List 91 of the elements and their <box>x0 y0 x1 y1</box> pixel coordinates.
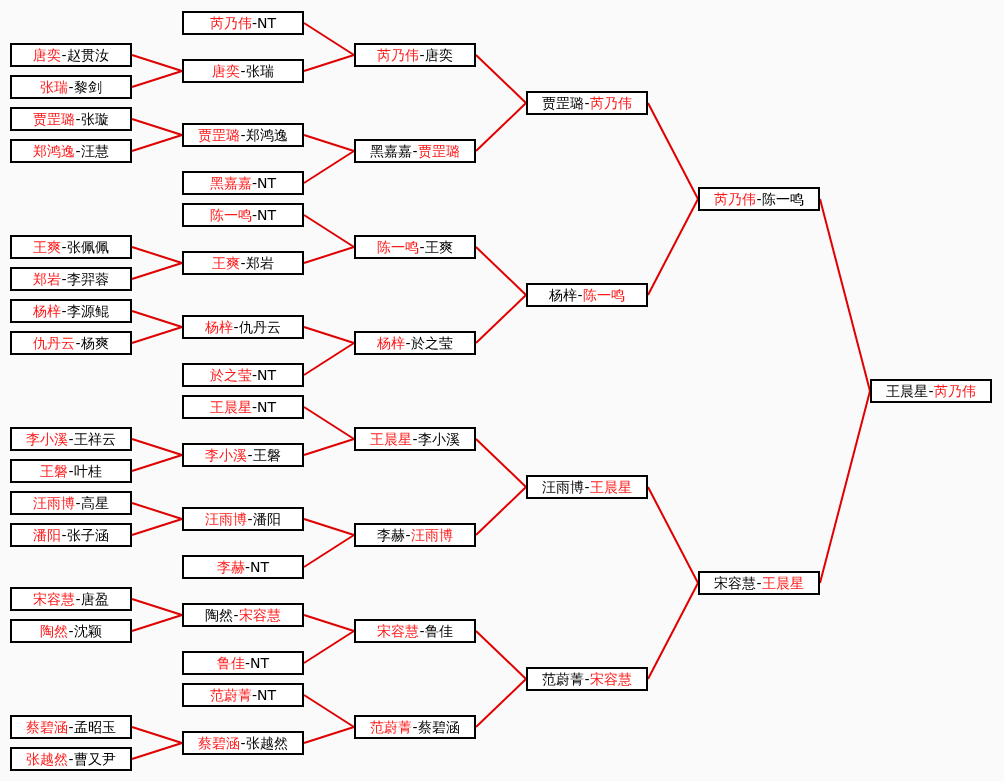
match-box: 芮乃伟-陈一鸣 <box>698 187 820 211</box>
match-box: 范蔚菁-NT <box>182 683 304 707</box>
match-box: 陶然-沈颖 <box>10 619 132 643</box>
bracket-line <box>475 54 527 104</box>
bracket-line <box>647 198 699 296</box>
bracket-line <box>647 486 699 584</box>
bracket-line <box>131 54 183 72</box>
match-box: 蔡碧涵-张越然 <box>182 731 304 755</box>
match-box: 杨梓-李源鲲 <box>10 299 132 323</box>
match-box: 王晨星-李小溪 <box>354 427 476 451</box>
match-box: 杨梓-仇丹云 <box>182 315 304 339</box>
match-box: 范蔚菁-宋容慧 <box>526 667 648 691</box>
bracket-line <box>475 678 527 728</box>
match-box: 王磐-叶桂 <box>10 459 132 483</box>
match-box: 鲁佳-NT <box>182 651 304 675</box>
match-box: 杨梓-於之莹 <box>354 331 476 355</box>
match-box: 汪雨博-王晨星 <box>526 475 648 499</box>
bracket-line <box>303 326 355 344</box>
match-box: 范蔚菁-蔡碧涵 <box>354 715 476 739</box>
match-box: 郑岩-李羿蓉 <box>10 267 132 291</box>
bracket-line <box>131 518 183 536</box>
match-box: 杨梓-陈一鸣 <box>526 283 648 307</box>
bracket-line <box>303 22 355 56</box>
bracket-line <box>303 134 355 152</box>
match-box: 唐奕-赵贯汝 <box>10 43 132 67</box>
match-box: 贾罡璐-郑鸿逸 <box>182 123 304 147</box>
bracket-line <box>303 342 355 376</box>
bracket-line <box>303 518 355 536</box>
match-box: 王晨星-NT <box>182 395 304 419</box>
match-box: 张瑞-黎剑 <box>10 75 132 99</box>
match-box: 仇丹云-杨爽 <box>10 331 132 355</box>
bracket-line <box>303 54 355 72</box>
match-box: 王爽-郑岩 <box>182 251 304 275</box>
bracket-line <box>303 246 355 264</box>
bracket-line <box>303 726 355 744</box>
bracket-line <box>131 70 183 88</box>
bracket-line <box>303 534 355 568</box>
bracket-line <box>303 614 355 632</box>
bracket-line <box>131 246 183 264</box>
match-box: 王晨星-芮乃伟 <box>870 379 992 403</box>
match-box: 陈一鸣-NT <box>182 203 304 227</box>
match-box: 郑鸿逸-汪慧 <box>10 139 132 163</box>
bracket-line <box>131 310 183 328</box>
bracket-line <box>303 630 355 664</box>
match-box: 陈一鸣-王爽 <box>354 235 476 259</box>
bracket-line <box>131 742 183 760</box>
bracket-line <box>475 246 527 296</box>
bracket-line <box>131 438 183 456</box>
bracket-line <box>131 726 183 744</box>
bracket-line <box>131 262 183 280</box>
bracket-line <box>647 582 699 680</box>
match-box: 张越然-曹又尹 <box>10 747 132 771</box>
bracket-line <box>131 614 183 632</box>
bracket-line <box>131 134 183 152</box>
match-box: 汪雨博-潘阳 <box>182 507 304 531</box>
match-box: 黑嘉嘉-NT <box>182 171 304 195</box>
match-box: 黑嘉嘉-贾罡璐 <box>354 139 476 163</box>
match-box: 蔡碧涵-孟昭玉 <box>10 715 132 739</box>
bracket-line <box>475 102 527 152</box>
match-box: 芮乃伟-NT <box>182 11 304 35</box>
bracket-line <box>303 214 355 248</box>
match-box: 李赫-NT <box>182 555 304 579</box>
match-box: 芮乃伟-唐奕 <box>354 43 476 67</box>
bracket-line <box>303 406 355 440</box>
bracket-line <box>131 118 183 136</box>
bracket-line <box>131 598 183 616</box>
match-box: 於之莹-NT <box>182 363 304 387</box>
bracket-line <box>475 630 527 680</box>
match-box: 宋容慧-唐盈 <box>10 587 132 611</box>
match-box: 李小溪-王祥云 <box>10 427 132 451</box>
bracket-line <box>131 454 183 472</box>
match-box: 贾罡璐-张璇 <box>10 107 132 131</box>
match-box: 宋容慧-鲁佳 <box>354 619 476 643</box>
bracket-line <box>131 326 183 344</box>
bracket-line <box>475 438 527 488</box>
bracket-line <box>303 438 355 456</box>
match-box: 唐奕-张瑞 <box>182 59 304 83</box>
match-box: 王爽-张佩佩 <box>10 235 132 259</box>
match-box: 李小溪-王磐 <box>182 443 304 467</box>
match-box: 陶然-宋容慧 <box>182 603 304 627</box>
bracket-line <box>303 694 355 728</box>
match-box: 宋容慧-王晨星 <box>698 571 820 595</box>
bracket-line <box>475 486 527 536</box>
match-box: 潘阳-张子涵 <box>10 523 132 547</box>
match-box: 李赫-汪雨博 <box>354 523 476 547</box>
bracket-line <box>475 294 527 344</box>
bracket-line <box>131 502 183 520</box>
bracket-line <box>303 150 355 184</box>
bracket-line <box>647 102 699 200</box>
match-box: 贾罡璐-芮乃伟 <box>526 91 648 115</box>
match-box: 汪雨博-高星 <box>10 491 132 515</box>
